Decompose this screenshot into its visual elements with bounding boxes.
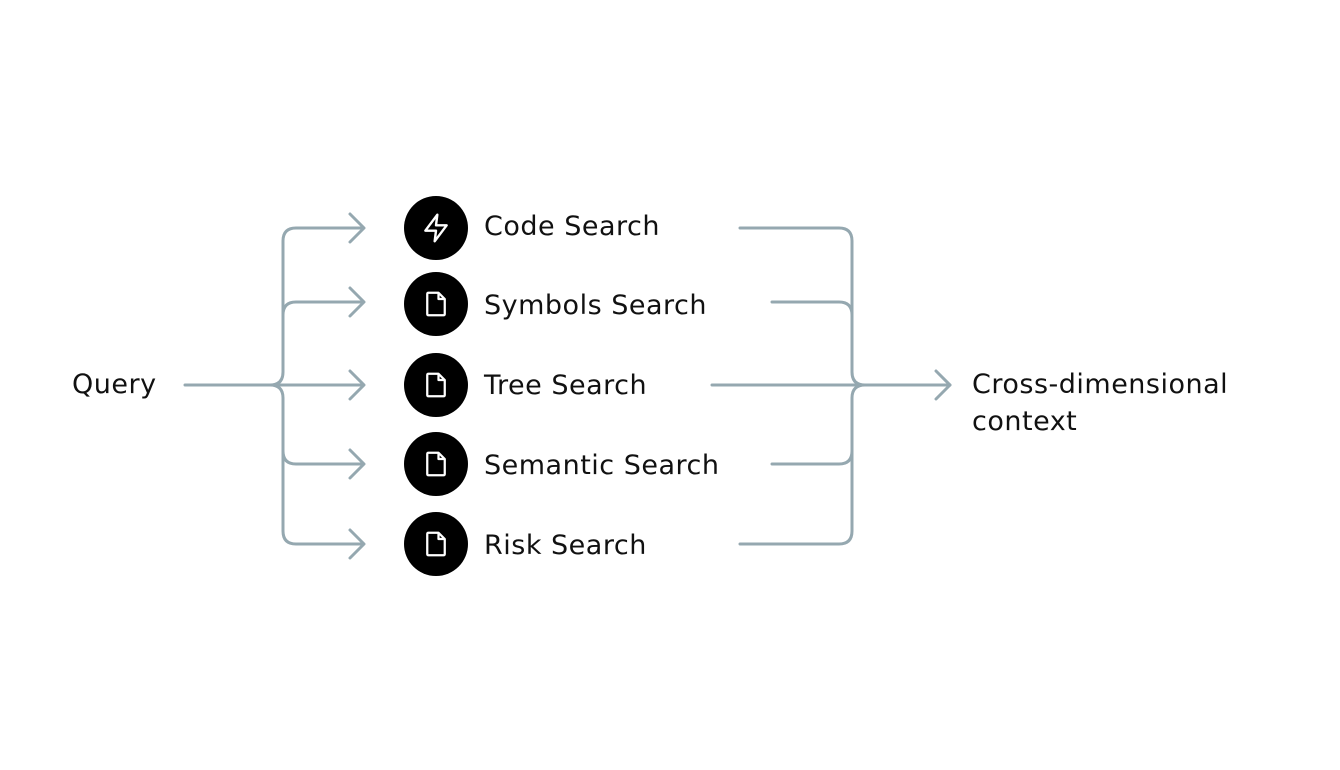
risk-search-label: Risk Search [484,530,647,561]
risk-search-node [404,512,468,576]
file-icon [426,531,446,557]
symbols-search-node [404,272,468,336]
file-icon [426,372,446,398]
file-icon [426,451,446,477]
query-label: Query [72,369,157,400]
tree-search-node [404,353,468,417]
output-label-line1: Cross-dimensional [972,369,1229,400]
semantic-search-label: Semantic Search [484,450,720,481]
code-search-label: Code Search [484,211,660,242]
file-icon [426,291,446,317]
semantic-search-node [404,432,468,496]
tree-search-label: Tree Search [484,370,648,401]
symbols-search-label: Symbols Search [484,290,707,321]
output-label-line2: context [972,406,1078,437]
query-line [183,226,365,387]
lightning-icon [424,213,448,243]
code-search-node [404,196,468,260]
